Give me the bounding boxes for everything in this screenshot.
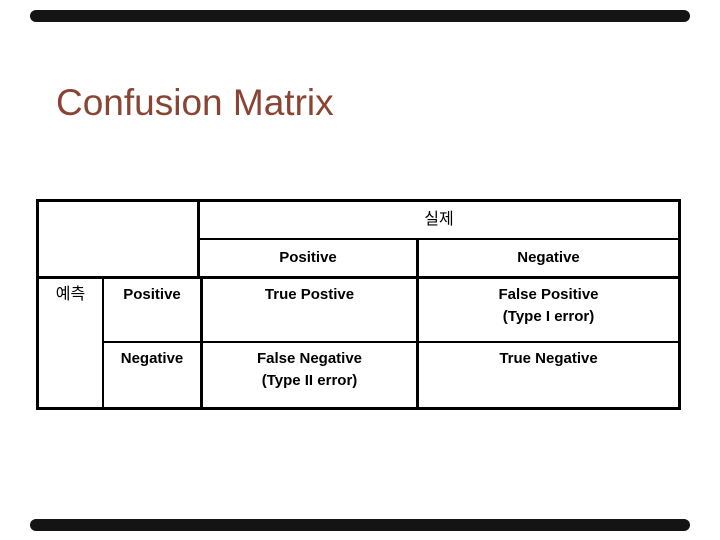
true-negative-label: True Negative — [499, 350, 598, 367]
row-header-negative-label: Negative — [120, 350, 184, 367]
cell-false-negative: False Negative (Type II error) — [200, 343, 416, 407]
bottom-decoration-bar — [30, 519, 690, 531]
empty-corner-cell — [39, 202, 200, 279]
top-decoration-bar — [30, 10, 690, 22]
cell-false-positive: False Positive (Type I error) — [416, 279, 678, 343]
cell-true-positive: True Postive — [200, 279, 416, 343]
row-header-positive: Positive — [104, 279, 200, 343]
cell-true-negative: True Negative — [416, 343, 678, 407]
predicted-axis-header-cell: 예측 — [39, 279, 104, 407]
actual-axis-header-cell: 실제 — [200, 202, 678, 240]
column-header-negative: Negative — [416, 240, 678, 279]
confusion-matrix-table: 실제 Positive Negative 예측 Positive True Po… — [36, 199, 681, 410]
predicted-axis-label: 예측 — [55, 286, 86, 303]
row-header-negative: Negative — [104, 343, 200, 407]
column-header-positive: Positive — [200, 240, 416, 279]
row-header-positive-label: Positive — [123, 286, 181, 303]
actual-axis-label: 실제 — [424, 211, 454, 228]
column-header-positive-label: Positive — [279, 249, 337, 266]
false-positive-label: False Positive (Type I error) — [498, 286, 599, 325]
column-header-negative-label: Negative — [517, 249, 580, 266]
slide-title: Confusion Matrix — [56, 81, 334, 123]
true-positive-label: True Postive — [264, 286, 355, 303]
false-negative-label: False Negative (Type II error) — [256, 350, 363, 389]
